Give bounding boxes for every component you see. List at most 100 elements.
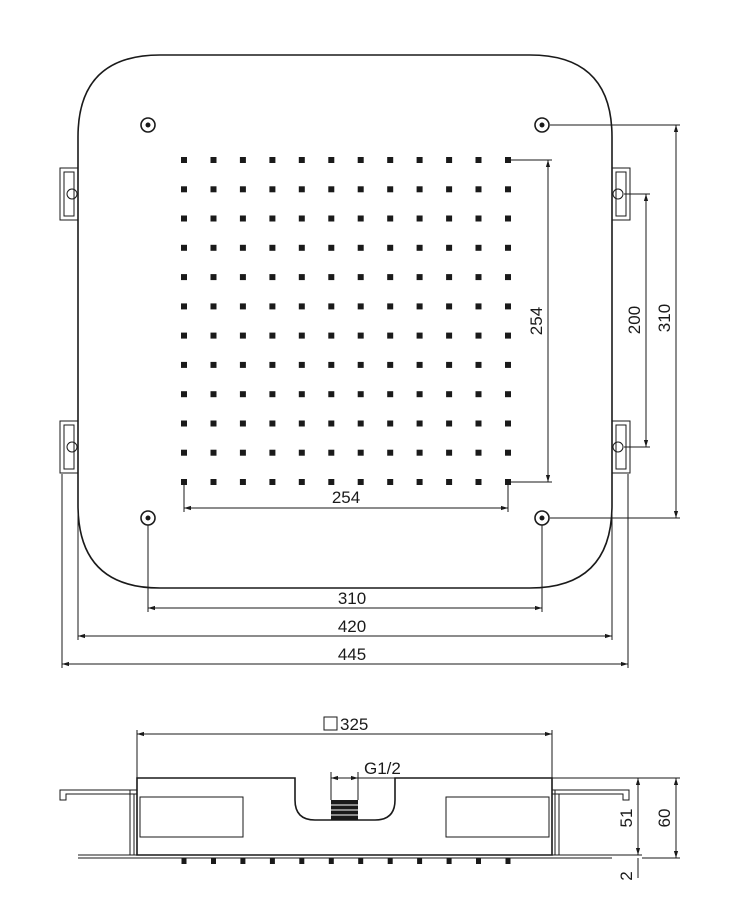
side-nozzles <box>181 858 511 864</box>
nozzle <box>505 244 511 251</box>
nozzle <box>505 157 511 163</box>
dim-square-label: 325 <box>340 715 368 734</box>
nozzle <box>298 157 305 163</box>
nozzle <box>269 361 276 368</box>
nozzle <box>446 215 453 222</box>
nozzle <box>210 215 217 222</box>
nozzle <box>210 449 217 456</box>
nozzle <box>328 274 335 281</box>
nozzle <box>298 186 305 193</box>
nozzle <box>298 244 305 251</box>
nozzle <box>387 303 394 310</box>
nozzle <box>181 244 187 251</box>
nozzle <box>328 303 335 310</box>
nozzle <box>505 215 511 222</box>
nozzle <box>416 479 423 485</box>
nozzle <box>210 303 217 310</box>
nozzle <box>357 186 364 193</box>
nozzle <box>475 479 482 485</box>
nozzle <box>475 157 482 163</box>
side-nozzle <box>181 858 187 864</box>
screw-bottom-right <box>534 510 550 526</box>
nozzle <box>298 479 305 485</box>
side-bracket-right-arm <box>554 790 560 855</box>
nozzle <box>210 157 217 163</box>
nozzle <box>505 391 511 398</box>
dim-screw-y: 310 <box>550 124 680 519</box>
nozzle <box>357 420 364 427</box>
dim-nozzle-x-label: 254 <box>332 488 360 507</box>
dim-nozzle-y-label: 254 <box>527 307 546 335</box>
nozzle <box>357 391 364 398</box>
nozzle <box>357 449 364 456</box>
side-nozzle <box>387 858 393 864</box>
nozzle <box>239 244 246 251</box>
dim-screw-x: 310 <box>147 525 543 612</box>
top-view: 254 254 200 310 310 <box>59 54 680 668</box>
nozzle <box>357 332 364 339</box>
nozzle <box>298 215 305 222</box>
nozzle <box>269 157 276 163</box>
nozzle <box>387 274 394 281</box>
nozzle <box>446 479 453 485</box>
nozzle <box>181 186 187 193</box>
nozzle <box>210 479 217 485</box>
nozzle <box>475 186 482 193</box>
nozzle <box>239 479 246 485</box>
nozzle <box>505 186 511 193</box>
nozzle <box>387 420 394 427</box>
dim-nozzle-x: 254 <box>183 484 509 512</box>
nozzle <box>239 391 246 398</box>
nozzle <box>387 157 394 163</box>
nozzle <box>210 332 217 339</box>
nozzle <box>298 274 305 281</box>
square-symbol-icon <box>323 716 338 731</box>
nozzle <box>357 244 364 251</box>
nozzle <box>328 332 335 339</box>
nozzle <box>387 391 394 398</box>
nozzle <box>475 391 482 398</box>
nozzle <box>387 215 394 222</box>
nozzle <box>475 244 482 251</box>
side-bracket-right <box>551 789 630 801</box>
dim-overall-width: 445 <box>61 474 629 668</box>
nozzle <box>505 420 511 427</box>
nozzle <box>475 332 482 339</box>
nozzle <box>210 361 217 368</box>
nozzle <box>328 244 335 251</box>
side-nozzle <box>211 858 216 864</box>
nozzle <box>181 420 187 427</box>
nozzle <box>181 215 187 222</box>
nozzle <box>328 391 335 398</box>
nozzle <box>239 303 246 310</box>
screw-bottom-left <box>140 510 156 526</box>
dim-body-height: 51 <box>552 777 642 856</box>
nozzle <box>181 449 187 456</box>
nozzle <box>446 449 453 456</box>
nozzle <box>416 420 423 427</box>
side-nozzle <box>328 858 334 864</box>
side-nozzle <box>299 858 305 864</box>
side-nozzle <box>358 858 364 864</box>
nozzle <box>416 274 423 281</box>
dim-plate-label: 2 <box>617 871 636 880</box>
nozzle <box>181 479 187 485</box>
nozzle <box>269 479 276 485</box>
dim-nozzle-y: 254 <box>510 159 552 483</box>
nozzle <box>269 215 276 222</box>
nozzle <box>181 391 187 398</box>
nozzle <box>328 361 335 368</box>
dim-bracket-spacing-label: 200 <box>625 306 644 334</box>
dim-body-height-label: 51 <box>617 809 636 828</box>
nozzle <box>505 274 511 281</box>
nozzle <box>269 332 276 339</box>
bracket-left-bottom <box>59 420 79 474</box>
nozzle <box>239 332 246 339</box>
nozzle <box>475 361 482 368</box>
nozzle <box>416 361 423 368</box>
nozzle <box>416 215 423 222</box>
nozzle <box>181 332 187 339</box>
nozzle <box>357 215 364 222</box>
nozzle <box>239 186 246 193</box>
side-nozzle <box>240 858 246 864</box>
